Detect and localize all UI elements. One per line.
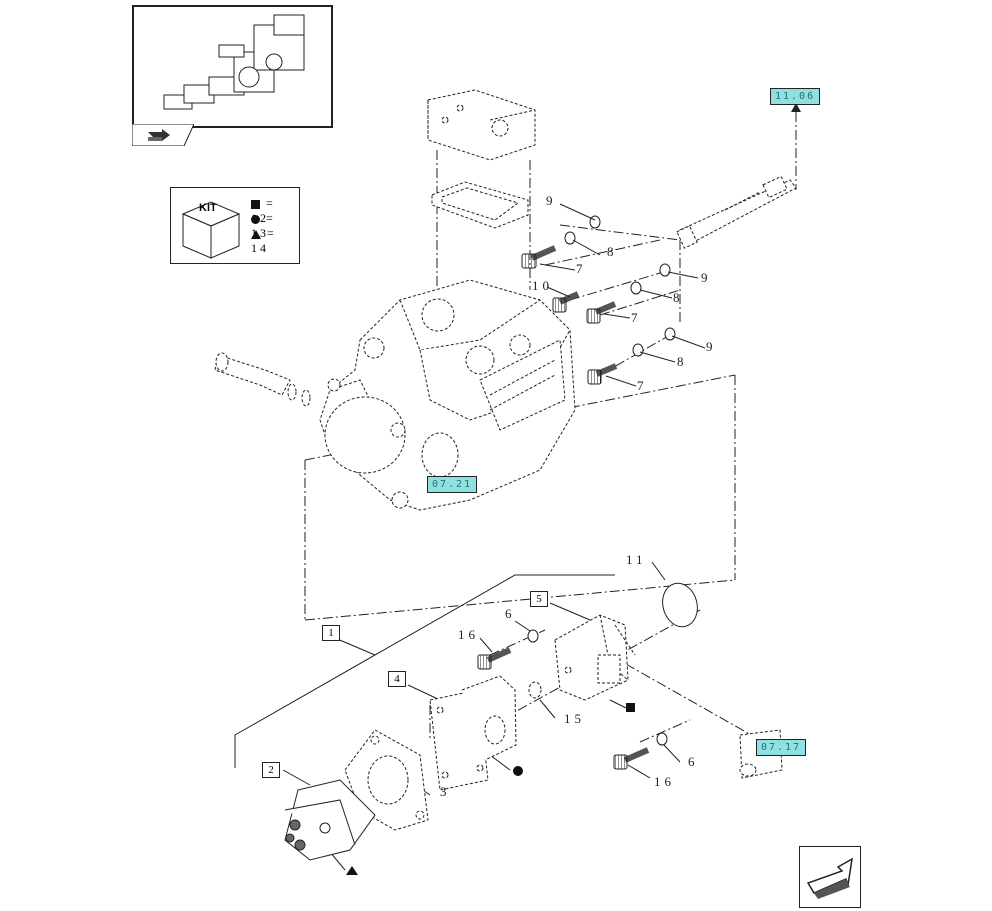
callout-16: 16	[654, 774, 675, 789]
callout-8: 8	[607, 244, 618, 259]
kit-row-value: = 14	[251, 226, 277, 255]
triangle-icon	[251, 229, 261, 239]
back-tab[interactable]	[131, 123, 195, 147]
part-label-5: 5	[530, 591, 548, 607]
part-label-1: 1	[322, 625, 340, 641]
callout-6: 6	[688, 754, 699, 769]
callout-7: 7	[637, 378, 648, 393]
back-arrow-icon	[131, 123, 195, 147]
circle-icon	[251, 214, 260, 224]
kit-legend: KIT = 12 = 13 = 14	[170, 187, 300, 264]
callout-9: 9	[706, 339, 717, 354]
bolt-7a	[521, 245, 557, 269]
callout-7: 7	[631, 310, 642, 325]
callout-10: 10	[532, 278, 553, 293]
part-label-2: 2	[262, 762, 280, 778]
reference-badge-main-body[interactable]: 07.21	[427, 476, 478, 493]
kit-row-triangle: = 14	[251, 226, 299, 256]
next-page-button[interactable]	[799, 846, 861, 908]
reference-badge-top-right[interactable]: 11.06	[770, 88, 821, 105]
callout-8: 8	[677, 354, 688, 369]
reference-badge-lower-right[interactable]: 07.17	[756, 739, 807, 756]
callout-3: 3	[440, 784, 451, 799]
part-label-4: 4	[388, 671, 406, 687]
callout-8: 8	[673, 290, 684, 305]
callout-15: 15	[564, 711, 585, 726]
kit-title: KIT	[199, 202, 217, 214]
kit-cube-icon	[181, 201, 241, 259]
next-page-arrow-icon	[806, 857, 853, 899]
thumbnail-pump-icon	[163, 14, 305, 110]
callout-16: 16	[458, 627, 479, 642]
callout-9: 9	[701, 270, 712, 285]
callout-7: 7	[576, 261, 587, 276]
square-icon	[251, 199, 260, 209]
thumbnail-preview[interactable]	[132, 5, 333, 128]
callout-9: 9	[546, 193, 557, 208]
callout-11: 11	[626, 552, 647, 567]
callout-6: 6	[505, 606, 516, 621]
